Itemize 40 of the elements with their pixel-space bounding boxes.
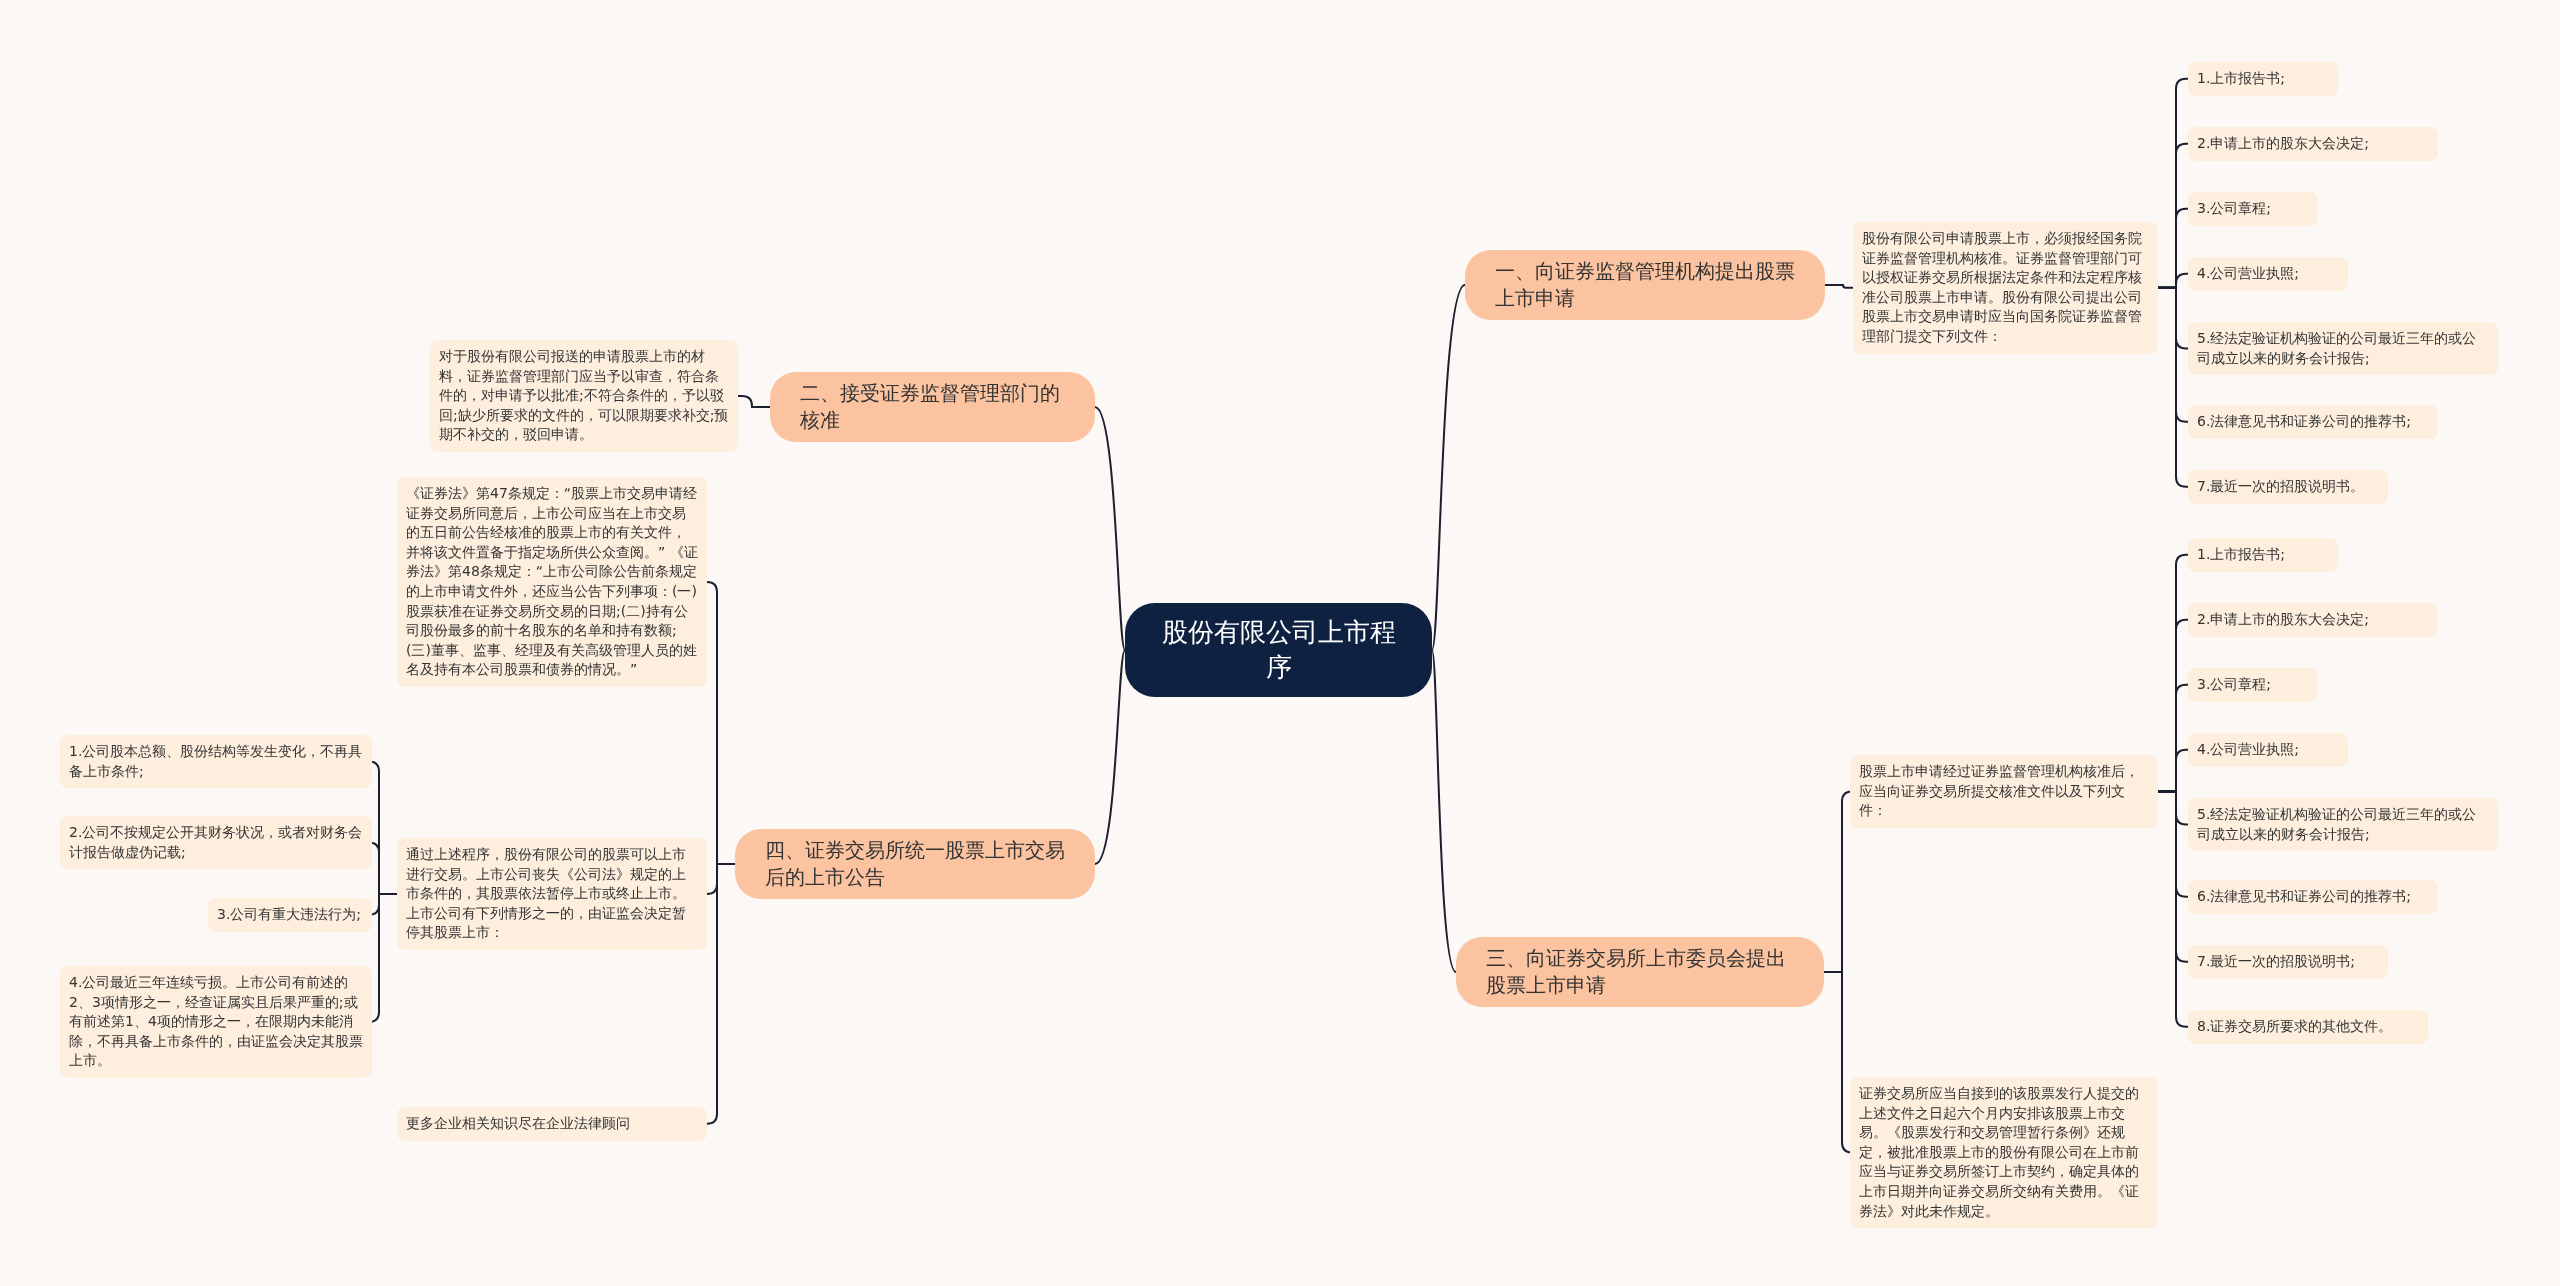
note-box: 证券交易所应当自接到的该股票发行人提交的上述文件之日起六个月内安排该股票上市交易。《股票发行和交易管理暂行条例》还规定，被批准股票上市的股份有限公司在上市前应当与证券交易所签订上市契约，确定具体的上市日期并向证券交易所交纳有关费用。《证券法》对此未作规定。 xyxy=(1850,1077,2158,1229)
note-box: 3.公司章程; xyxy=(2188,668,2318,702)
note-box: 4.公司最近三年连续亏损。上市公司有前述的2、3项情形之一，经查证属实且后果严重的;或有前述第1、4项的情形之一，在限期内未能消除，不再具备上市条件的，由证监会决定其股票上市。 xyxy=(60,966,372,1078)
branch-topic-box: 四、证券交易所统一股票上市交易后的上市公告 xyxy=(735,829,1095,899)
branch-topic-box: 一、向证券监督管理机构提出股票上市申请 xyxy=(1465,250,1825,320)
note-box: 5.经法定验证机构验证的公司最近三年的或公司成立以来的财务会计报告; xyxy=(2188,798,2498,852)
note-box: 1.上市报告书; xyxy=(2188,62,2338,96)
note-box: 3.公司有重大违法行为; xyxy=(208,898,372,932)
note-box: 更多企业相关知识尽在企业法律顾问 xyxy=(397,1107,707,1141)
note-box: 1.上市报告书; xyxy=(2188,538,2338,572)
connector-line xyxy=(2157,286,2189,488)
note-box: 8.证券交易所要求的其他文件。 xyxy=(2188,1010,2428,1044)
note-box: 6.法律意见书和证券公司的推荐书; xyxy=(2188,880,2438,914)
note-box: 4.公司营业执照; xyxy=(2188,257,2348,291)
note-box: 2.申请上市的股东大会决定; xyxy=(2188,603,2438,637)
connector-line xyxy=(1431,284,1466,651)
note-box: 5.经法定验证机构验证的公司最近三年的或公司成立以来的财务会计报告; xyxy=(2188,322,2498,376)
connector-line xyxy=(737,395,771,408)
note-box: 对于股份有限公司报送的申请股票上市的材料，证券监督管理部门应当予以审查，符合条件的，对申请予以批准;不符合条件的，予以驳回;缺少所要求的文件的，可以限期要求补交;预期不补交的，驳回申请。 xyxy=(430,340,738,452)
note-box: 4.公司营业执照; xyxy=(2188,733,2348,767)
central-topic-box: 股份有限公司上市程序 xyxy=(1125,603,1432,697)
note-box: 3.公司章程; xyxy=(2188,192,2318,226)
note-box: 股份有限公司申请股票上市，必须报经国务院证券监督管理机构核准。证券监督管理部门可以授权证券交易所根据法定条件和法定程序核准公司股票上市申请。股份有限公司提出公司股票上市交易申请时应当向国务院证券监督管理部门提交下列文件： xyxy=(1853,222,2158,354)
note-box: 通过上述程序，股份有限公司的股票可以上市进行交易。上市公司丧失《公司法》规定的上市条件的，其股票依法暂停上市或终止上市。上市公司有下列情形之一的，由证监会决定暂停其股票上市： xyxy=(397,838,707,950)
note-box: 2.公司不按规定公开其财务状况，或者对财务会计报告做虚伪记载; xyxy=(60,816,372,870)
connector-line xyxy=(1431,649,1457,973)
connector-line xyxy=(1094,406,1126,651)
note-box: 股票上市申请经过证券监督管理机构核准后，应当向证券交易所提交核准文件以及下列文件： xyxy=(1850,755,2158,828)
connector-line xyxy=(1094,649,1126,865)
note-box: 6.法律意见书和证券公司的推荐书; xyxy=(2188,405,2438,439)
branch-topic-box: 三、向证券交易所上市委员会提出股票上市申请 xyxy=(1456,937,1824,1007)
branch-topic-box: 二、接受证券监督管理部门的核准 xyxy=(770,372,1095,442)
note-box: 《证券法》第47条规定：“股票上市交易申请经证券交易所同意后，上市公司应当在上市交易的五日前公告经核准的股票上市的有关文件，并将该文件置备于指定场所供公众查阅。” 《证券法》第48条规定：“上市公司除公告前条规定的上市申请文件外，还应当公告下列事项：(一)股票获准在证券交易所交易的日期;(二)持有公司股份最多的前十名股东的名单和持有数额;(三)董事、监事、经理及有关高级管理人员的姓名及持有本公司股票和债券的情况。” xyxy=(397,477,707,687)
connector-line xyxy=(1824,284,1854,289)
note-box: 7.最近一次的招股说明书; xyxy=(2188,945,2388,979)
note-box: 1.公司股本总额、股份结构等发生变化，不再具备上市条件; xyxy=(60,735,372,789)
connector-line xyxy=(2157,790,2189,1028)
note-box: 2.申请上市的股东大会决定; xyxy=(2188,127,2438,161)
connector-line xyxy=(706,863,736,1125)
note-box: 7.最近一次的招股说明书。 xyxy=(2188,470,2388,504)
